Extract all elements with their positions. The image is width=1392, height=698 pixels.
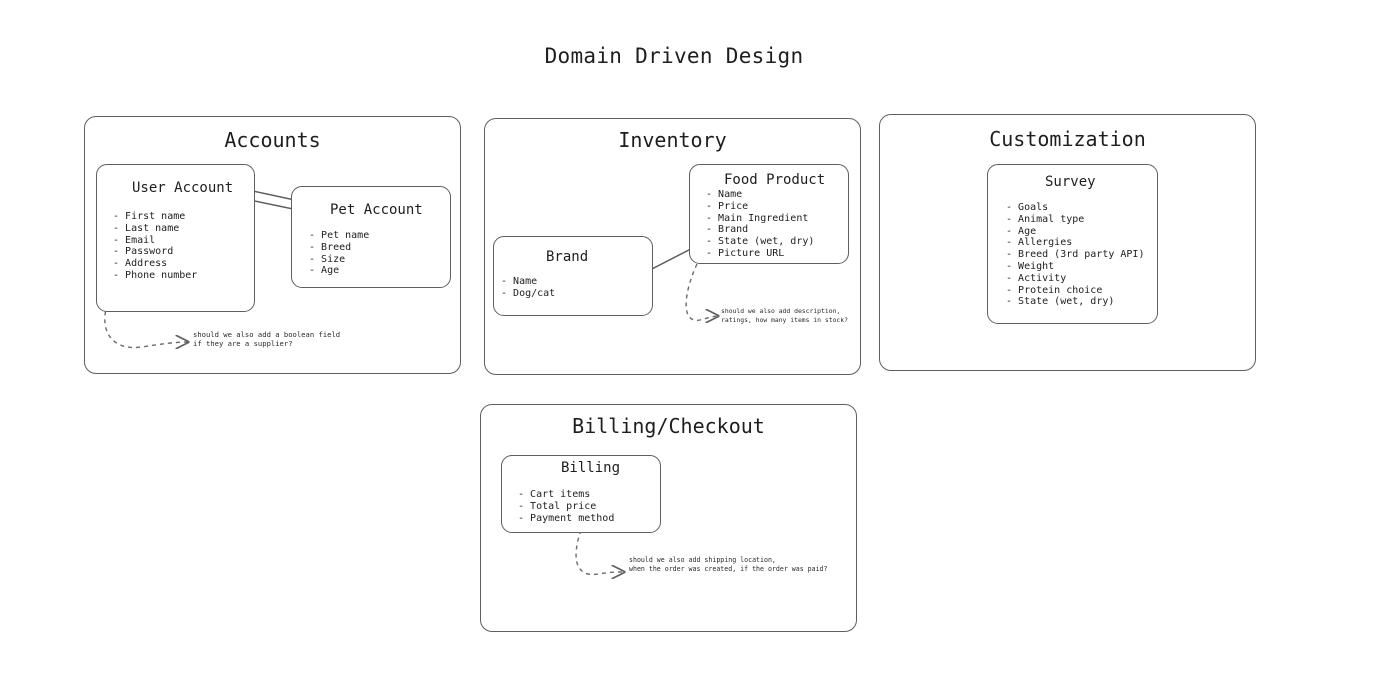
field-activity: Activity — [1006, 273, 1144, 285]
pet-account-fields: Pet name Breed Size Age — [309, 230, 369, 277]
field-breed: Breed — [309, 242, 369, 254]
field-survey-breed: Breed (3rd party API) — [1006, 249, 1144, 261]
billing-title: Billing — [561, 460, 621, 476]
food-product-title: Food Product — [724, 172, 826, 188]
survey-entity: Survey Goals Animal type Age Allergies B… — [987, 164, 1158, 324]
billing-note: should we also add shipping location, wh… — [629, 556, 828, 574]
field-state: State (wet, dry) — [706, 236, 814, 248]
user-account-title: User Account — [132, 180, 234, 196]
accounts-note-line-2: if they are a supplier? — [193, 339, 293, 349]
field-survey-age: Age — [1006, 226, 1144, 238]
field-brand-name: Name — [501, 276, 555, 288]
inventory-note-line-2: ratings, how many items in stock? — [721, 315, 848, 324]
billing-fields: Cart items Total price Payment method — [518, 489, 614, 524]
diagram-title: Domain Driven Design — [544, 44, 804, 68]
brand-fields: Name Dog/cat — [501, 276, 555, 300]
accounts-note-line-1: should we also add a boolean field — [193, 330, 341, 339]
field-payment-method: Payment method — [518, 513, 614, 525]
field-cart-items: Cart items — [518, 489, 614, 501]
field-protein-choice: Protein choice — [1006, 285, 1144, 297]
billing-note-line-1: should we also add shipping location, — [629, 556, 776, 564]
field-first-name: First name — [113, 211, 197, 223]
accounts-note: should we also add a boolean field if th… — [193, 330, 340, 348]
field-picture-url: Picture URL — [706, 248, 814, 260]
field-email: Email — [113, 235, 197, 247]
inventory-context: Inventory — [484, 118, 861, 375]
field-phone-number: Phone number — [113, 270, 197, 282]
field-address: Address — [113, 258, 197, 270]
customization-context: Customization — [879, 114, 1256, 371]
field-animal-type: Animal type — [1006, 214, 1144, 226]
food-product-entity: Food Product Name Price Main Ingredient … — [689, 164, 849, 264]
field-product-name: Name — [706, 189, 814, 201]
pet-account-entity: Pet Account Pet name Breed Size Age — [291, 186, 451, 288]
field-dog-cat: Dog/cat — [501, 288, 555, 300]
accounts-context-title: Accounts — [224, 128, 321, 152]
field-allergies: Allergies — [1006, 237, 1144, 249]
inventory-note-line-1: should we also add description, — [721, 307, 841, 315]
user-account-entity: User Account First name Last name Email … — [96, 164, 255, 312]
field-pet-name: Pet name — [309, 230, 369, 242]
field-age: Age — [309, 265, 369, 277]
field-price: Price — [706, 201, 814, 213]
field-survey-state: State (wet, dry) — [1006, 296, 1144, 308]
field-total-price: Total price — [518, 501, 614, 513]
field-product-brand: Brand — [706, 224, 814, 236]
field-weight: Weight — [1006, 261, 1144, 273]
billing-checkout-context: Billing/Checkout — [480, 404, 857, 632]
billing-checkout-context-title: Billing/Checkout — [572, 414, 765, 438]
field-size: Size — [309, 254, 369, 266]
field-goals: Goals — [1006, 202, 1144, 214]
survey-fields: Goals Animal type Age Allergies Breed (3… — [1006, 202, 1144, 308]
food-product-fields: Name Price Main Ingredient Brand State (… — [706, 189, 814, 260]
user-account-fields: First name Last name Email Password Addr… — [113, 211, 197, 282]
inventory-note: should we also add description, ratings,… — [721, 307, 848, 324]
billing-entity: Billing Cart items Total price Payment m… — [501, 455, 661, 533]
brand-title: Brand — [546, 249, 589, 265]
pet-account-title: Pet Account — [330, 202, 423, 218]
survey-title: Survey — [1045, 174, 1096, 190]
field-main-ingredient: Main Ingredient — [706, 213, 814, 225]
inventory-context-title: Inventory — [618, 128, 727, 152]
billing-note-line-2: when the order was created, if the order… — [629, 564, 828, 573]
customization-context-title: Customization — [989, 127, 1146, 151]
brand-entity: Brand Name Dog/cat — [493, 236, 653, 316]
field-last-name: Last name — [113, 223, 197, 235]
field-password: Password — [113, 246, 197, 258]
accounts-context: Accounts — [84, 116, 461, 374]
